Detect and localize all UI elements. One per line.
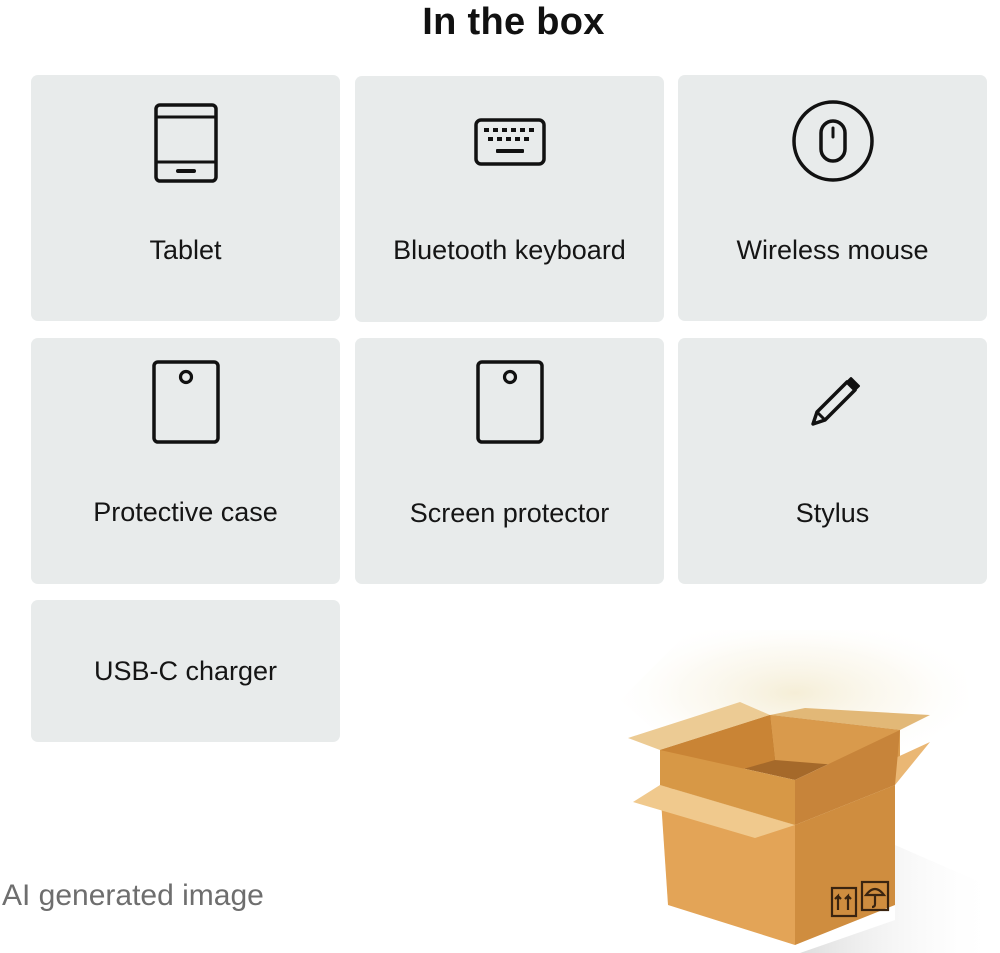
- item-label: Stylus: [795, 498, 870, 528]
- item-card-wireless-mouse: Wireless mouse: [678, 75, 987, 321]
- mouse-icon: [791, 100, 874, 182]
- ai-generated-caption: AI generated image: [2, 879, 264, 912]
- item-label: USB-C charger: [93, 656, 278, 686]
- page-title: In the box: [422, 1, 605, 43]
- item-label: Wireless mouse: [736, 235, 929, 265]
- item-card-stylus: Stylus: [678, 338, 987, 584]
- screen-protector-icon: [475, 360, 544, 444]
- this-side-up-icon: [830, 886, 858, 918]
- item-card-bluetooth-keyboard: Bluetooth keyboard: [355, 76, 664, 322]
- item-label: Screen protector: [409, 498, 610, 528]
- item-card-protective-case: Protective case: [31, 338, 340, 584]
- item-label: Tablet: [149, 235, 222, 265]
- keep-dry-icon: [860, 880, 890, 912]
- tablet-icon: [153, 103, 218, 183]
- stylus-icon: [810, 377, 860, 426]
- item-label: Bluetooth keyboard: [393, 235, 626, 265]
- item-card-tablet: Tablet: [31, 75, 340, 321]
- keyboard-icon: [473, 118, 546, 166]
- case-icon: [151, 360, 220, 444]
- item-label: Protective case: [93, 497, 278, 527]
- item-card-usb-c-charger: USB-C charger: [31, 600, 340, 742]
- open-box-illustration: [620, 630, 998, 953]
- item-card-screen-protector: Screen protector: [355, 338, 664, 584]
